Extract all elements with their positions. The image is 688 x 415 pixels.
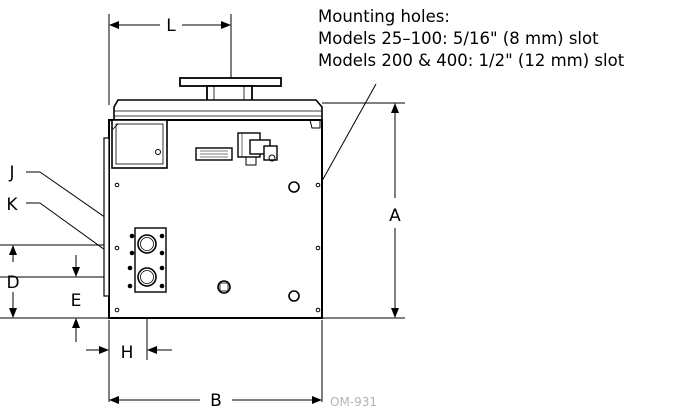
label-D: D bbox=[6, 273, 19, 293]
figure-code: OM-931 bbox=[330, 395, 377, 409]
note-line-1: Models 25–100: 5/16" (8 mm) slot bbox=[318, 29, 599, 48]
label-L: L bbox=[166, 16, 176, 36]
label-H: H bbox=[121, 343, 134, 363]
leader-mounting bbox=[321, 83, 377, 182]
label-J: J bbox=[8, 163, 14, 183]
label-E: E bbox=[71, 291, 82, 311]
note-line-2: Models 200 & 400: 1/2" (12 mm) slot bbox=[318, 51, 625, 70]
dimension-labels: L A B D E H J K OM-931 bbox=[6, 16, 401, 411]
machine-body bbox=[103, 77, 323, 319]
label-B: B bbox=[210, 391, 222, 411]
label-A: A bbox=[389, 206, 401, 226]
note-title: Mounting holes: bbox=[318, 7, 450, 26]
mounting-holes-note: Mounting holes: Models 25–100: 5/16" (8 … bbox=[318, 6, 624, 72]
label-K: K bbox=[6, 195, 18, 215]
